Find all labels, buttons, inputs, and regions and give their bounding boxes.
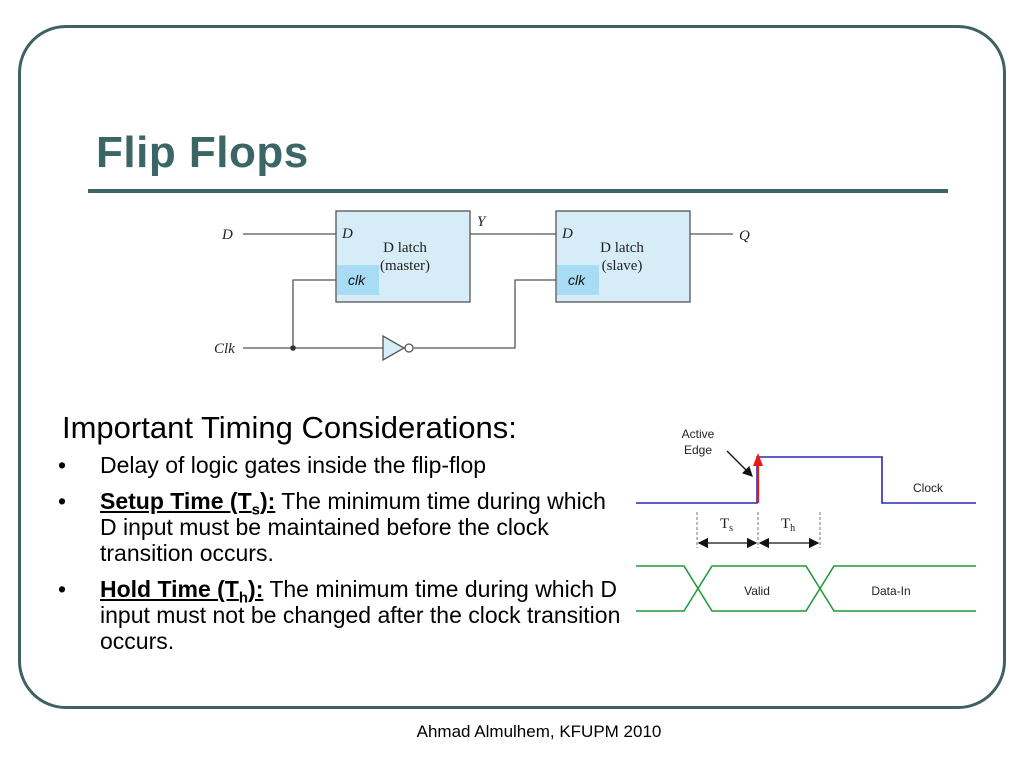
- master-latch-title: D latch: [383, 240, 427, 256]
- valid-label: Valid: [744, 584, 770, 598]
- master-latch-subtitle: (master): [380, 258, 430, 274]
- bullet-setup-time: • Setup Time (Ts): The minimum time duri…: [58, 488, 628, 566]
- ts-label-sub: s: [729, 523, 733, 534]
- clock-label: Clock: [913, 481, 944, 495]
- wire-clk-master: [292, 279, 336, 348]
- timing-heading: Important Timing Considerations:: [62, 410, 517, 445]
- bullet-symbol: •: [58, 576, 67, 602]
- label-q-output: Q: [739, 228, 750, 244]
- clock-waveform: [636, 456, 976, 504]
- th-label: Th: [781, 516, 795, 534]
- slide-frame: [18, 25, 1006, 709]
- label-y: Y: [477, 214, 487, 230]
- active-edge-arrowhead: [753, 453, 763, 466]
- active-edge-label-line2: Edge: [684, 443, 712, 457]
- slave-latch-subtitle: (slave): [602, 258, 643, 274]
- slide-title: Flip Flops: [96, 128, 309, 177]
- inverter-bubble: [404, 343, 414, 353]
- title-underline: [88, 189, 948, 193]
- th-label-main: T: [781, 516, 790, 532]
- slave-latch-title: D latch: [600, 240, 644, 256]
- ts-label-main: T: [720, 516, 729, 532]
- bullet-hold-time: • Hold Time (Th): The minimum time durin…: [58, 576, 628, 654]
- hold-term-end: ):: [248, 576, 264, 602]
- master-port-d: D: [341, 226, 353, 242]
- inverter-icon: [382, 334, 406, 362]
- master-clk-badge: [337, 265, 379, 295]
- bullet-gate-delay: • Delay of logic gates inside the flip-f…: [58, 452, 628, 478]
- data-waveform: [636, 565, 976, 612]
- hold-time-term: Hold Time (Th):: [100, 576, 264, 606]
- slide-footer: Ahmad Almulhem, KFUPM 2010: [416, 722, 662, 741]
- master-clk-label: clk: [348, 272, 366, 288]
- setup-term-end: ):: [260, 488, 276, 514]
- setup-time-description: The minimum time during which D input mu…: [100, 488, 606, 566]
- setup-term-main: Setup Time (T: [100, 488, 252, 514]
- slave-clk-label: clk: [568, 272, 586, 288]
- bullet-symbol: •: [58, 488, 67, 514]
- label-clk-input: Clk: [214, 341, 235, 357]
- ts-label: Ts: [720, 516, 733, 534]
- slave-clk-badge: [557, 265, 599, 295]
- timing-bullet-list: • Delay of logic gates inside the flip-f…: [58, 452, 628, 664]
- data-in-label: Data-In: [871, 584, 910, 598]
- label-d-input: D: [221, 227, 233, 243]
- bullet-text: Delay of logic gates inside the flip-flo…: [100, 452, 487, 478]
- hold-term-sub: h: [238, 589, 249, 607]
- wire-clk-slave: [414, 279, 556, 349]
- hold-term-main: Hold Time (T: [100, 576, 239, 602]
- th-label-sub: h: [790, 523, 795, 534]
- slave-port-d: D: [561, 226, 573, 242]
- bullet-symbol: •: [58, 452, 67, 478]
- setup-term-sub: s: [251, 501, 260, 519]
- junction-dot: [290, 345, 296, 351]
- hold-time-description: The minimum time during which D input mu…: [100, 576, 621, 654]
- active-edge-label-line1: Active: [682, 427, 715, 441]
- setup-time-term: Setup Time (Ts):: [100, 488, 276, 518]
- active-edge-pointer: [726, 450, 753, 477]
